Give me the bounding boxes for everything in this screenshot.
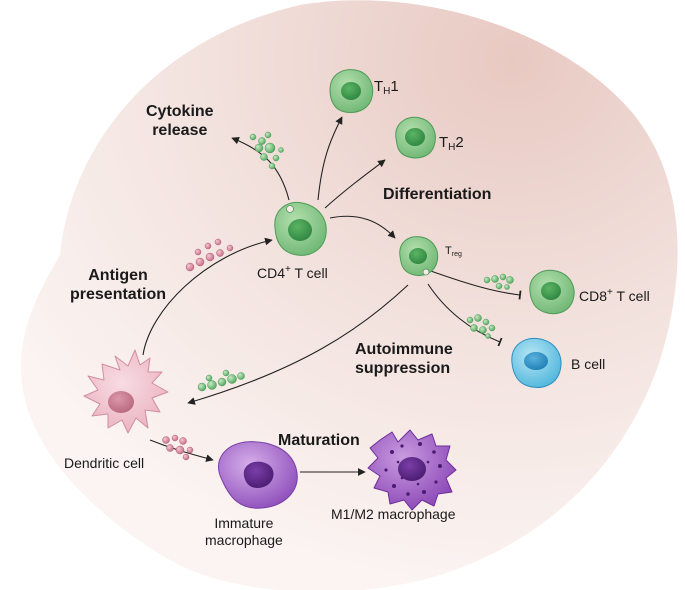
- arrow-cd4-to-treg: [329, 215, 396, 239]
- arrow-dendritic-to-macrophage: [149, 439, 214, 462]
- arrow-cd4-to-cytokine-release: [231, 137, 290, 201]
- cytokines-cd8-inhibit: [483, 273, 514, 290]
- b-cell: [511, 337, 562, 388]
- cd8-t-cell: [529, 269, 575, 315]
- arrow-treg-to-dendritic: [187, 284, 409, 405]
- label-treg: Treg: [445, 245, 462, 258]
- label-antigen-presentation: Antigen presentation: [70, 267, 167, 303]
- label-autoimmune-suppression: Autoimmune suppression: [355, 341, 453, 377]
- arrow-dendritic-to-cd4: [142, 237, 273, 356]
- label-cd4-t-cell: CD4+ T cell: [257, 264, 328, 281]
- arrows: [142, 116, 522, 476]
- inhibit-treg-to-bcell: [427, 283, 503, 347]
- label-differentiation: Differentiation: [383, 186, 492, 203]
- label-b-cell: B cell: [571, 356, 606, 372]
- cytokines-cd4-release: [249, 131, 284, 170]
- immature-macrophage: [218, 441, 298, 509]
- label-immature-macrophage: Immature macrophage: [205, 515, 283, 548]
- cytokines-suppression: [197, 369, 245, 392]
- treg-cell: [399, 236, 439, 276]
- cytokines-maturation: [162, 434, 194, 461]
- label-th1: TH1: [374, 78, 399, 97]
- label-m1m2-macrophage: M1/M2 macrophage: [331, 506, 456, 522]
- label-th2: TH2: [439, 134, 464, 153]
- th1-cell: [329, 69, 374, 113]
- m1m2-macrophage: [367, 429, 457, 511]
- cd4-t-cell: [274, 201, 327, 256]
- label-dendritic-cell: Dendritic cell: [64, 455, 145, 471]
- arrow-cd4-to-th1: [317, 116, 343, 201]
- inhibit-treg-to-cd8: [427, 269, 522, 300]
- th2-cell: [395, 116, 436, 159]
- arrow-cd4-to-th2: [324, 159, 386, 209]
- label-maturation: Maturation: [278, 432, 360, 449]
- label-cd8-t-cell: CD8+ T cell: [579, 287, 650, 304]
- dendritic-cell: [83, 349, 169, 434]
- cytokines-bcell-inhibit: [466, 314, 496, 339]
- label-cytokine-release: Cytokine release: [146, 103, 214, 139]
- cytokines-antigen: [185, 238, 234, 272]
